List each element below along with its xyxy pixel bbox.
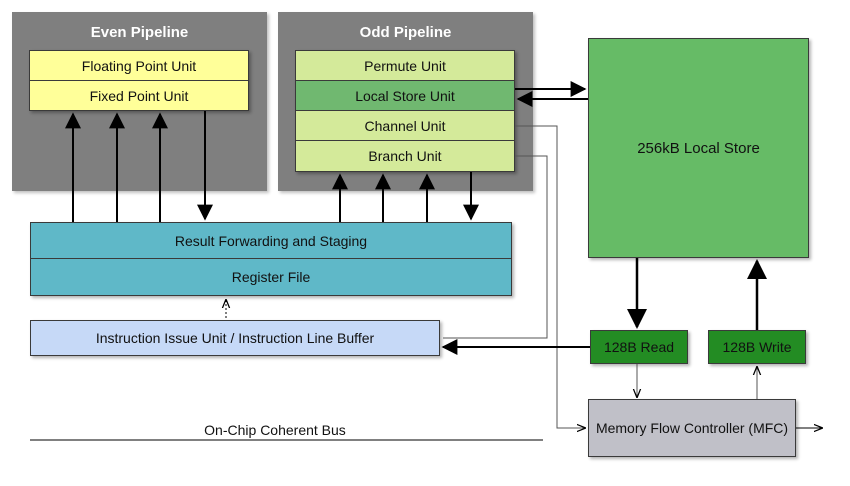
instruction-issue-unit: Instruction Issue Unit / Instruction Lin… <box>30 320 440 356</box>
branch-unit: Branch Unit <box>296 141 514 171</box>
register-file: Register File <box>231 269 311 285</box>
result-forwarding-staging: Result Forwarding and Staging <box>31 223 511 259</box>
channel-to-mfc-line <box>515 125 585 428</box>
even-pipeline-title: Even Pipeline <box>90 24 189 41</box>
local-store: 256kB Local Store <box>588 38 809 258</box>
branch-to-issue-line <box>443 155 548 339</box>
local-store-unit: Local Store Unit <box>296 81 514 111</box>
channel-unit: Channel Unit <box>296 111 514 141</box>
memory-flow-controller: Memory Flow Controller (MFC) <box>588 399 796 457</box>
read-buffer: 128B Read <box>590 330 688 364</box>
staging-stack: Result Forwarding and Staging Register F… <box>30 222 512 296</box>
permute-unit: Permute Unit <box>296 51 514 81</box>
fixed-point-unit: Fixed Point Unit <box>89 88 189 104</box>
odd-unit-stack: Permute Unit Local Store Unit Channel Un… <box>295 50 515 172</box>
floating-point-unit: Floating Point Unit <box>30 51 248 81</box>
write-buffer: 128B Write <box>708 330 806 364</box>
even-unit-stack: Floating Point Unit Fixed Point Unit <box>29 50 249 111</box>
on-chip-bus-label: On-Chip Coherent Bus <box>204 422 346 438</box>
odd-pipeline-title: Odd Pipeline <box>359 24 452 41</box>
